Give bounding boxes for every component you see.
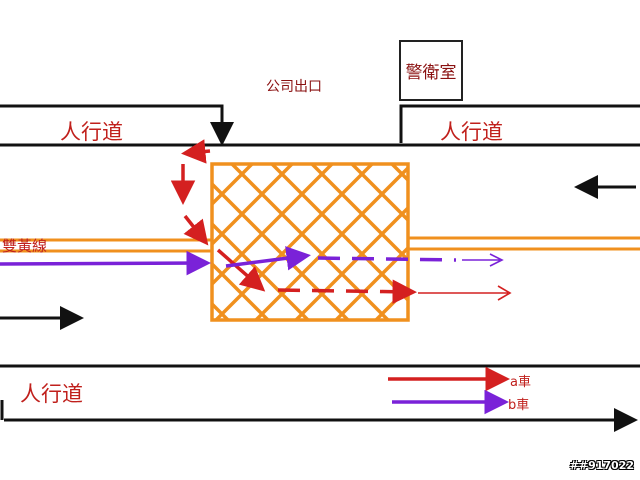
watermark: ##917022 xyxy=(569,459,634,472)
car-a-path xyxy=(170,139,512,304)
double-yellow-lines xyxy=(0,236,640,253)
legend-b-label: b車 xyxy=(508,398,530,413)
legend-a-label: a車 xyxy=(510,375,531,390)
guard-room-label: 警衛室 xyxy=(405,63,457,83)
guard-room: 警衛室 xyxy=(399,40,463,101)
sidewalk-top-left-label: 人行道 xyxy=(60,120,123,144)
company-exit-label: 公司出口 xyxy=(266,79,322,95)
no-stopping-box xyxy=(210,162,410,322)
double-yellow-line-label: 雙黃線 xyxy=(2,237,48,255)
road-edges xyxy=(0,104,640,432)
sidewalk-bottom-label: 人行道 xyxy=(20,382,83,406)
car-b-path xyxy=(0,246,504,276)
sidewalk-top-right-label: 人行道 xyxy=(440,120,503,144)
